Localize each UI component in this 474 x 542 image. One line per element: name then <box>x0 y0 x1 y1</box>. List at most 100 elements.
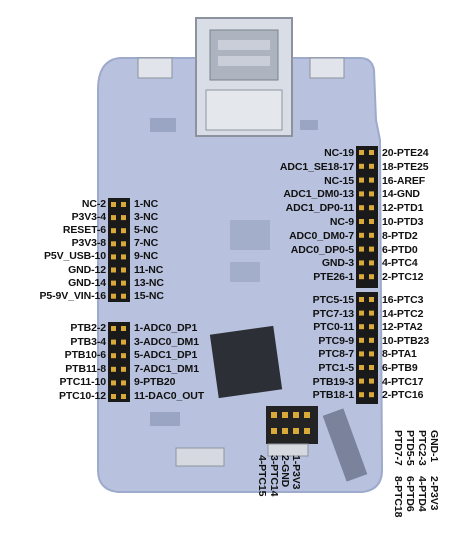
pin-label: 6-PTB9 <box>382 362 418 374</box>
pin-label: 2-PTC16 <box>382 389 424 402</box>
header-pin <box>111 353 116 359</box>
pin-label: 3-ADC0_DM1 <box>134 335 199 348</box>
header-pin <box>359 150 364 155</box>
header-pin <box>121 394 126 399</box>
header-small-bottom <box>266 406 318 444</box>
header-pin <box>111 380 116 386</box>
header-pin <box>369 297 374 302</box>
pin-label: 20-PTE24 <box>382 147 429 159</box>
pin-label: PTB11-8 <box>65 362 106 375</box>
pin-label: 11-NC <box>134 263 164 276</box>
pin-label: PTE26-1 <box>313 271 354 284</box>
header-pin <box>369 274 374 280</box>
header-pin <box>369 392 374 398</box>
header-pin <box>359 297 364 302</box>
header-pin <box>111 293 116 299</box>
pin-label: PTC9-9 <box>318 334 354 347</box>
pin-label: 12-PTA2 <box>382 321 423 334</box>
header-pin <box>111 215 116 221</box>
header-pin <box>111 202 116 207</box>
header-pin <box>121 267 126 273</box>
header-pin <box>359 163 364 169</box>
header-j4 <box>108 322 130 402</box>
pin-label: P5-9V_VIN-16 <box>39 289 106 302</box>
pin-label: PTB10-6 <box>64 349 106 362</box>
pin-label: 1-NC <box>134 198 159 210</box>
header-pin <box>121 339 126 345</box>
header-pin <box>111 280 116 286</box>
header-pin <box>111 267 116 273</box>
pin-label: 2-PTC12 <box>382 271 424 284</box>
pin-label: 1-P3V3 <box>290 455 302 490</box>
pin-label: RESET-6 <box>62 224 106 237</box>
header-pin <box>359 274 364 280</box>
pin-label: 8-PTA1 <box>382 348 417 361</box>
pin-label: GND-12 <box>68 263 106 276</box>
pin-label: 5-NC <box>134 224 159 237</box>
header-pin <box>121 280 126 286</box>
board-component <box>300 120 318 130</box>
header-pin <box>359 177 364 183</box>
pin-label: 12-PTD1 <box>382 202 424 215</box>
header-pin <box>369 150 374 155</box>
pin-label: 6-PTD0 <box>382 243 418 256</box>
header-pin <box>271 412 277 418</box>
pin-label: PTD5-5 <box>404 430 416 466</box>
header-pin <box>369 205 374 211</box>
header-pin <box>359 246 364 252</box>
header-j2 <box>108 198 130 302</box>
header-pin <box>369 378 374 384</box>
pin-label: 15-NC <box>134 289 164 302</box>
pin-label: 4-PTC15 <box>256 455 269 497</box>
board-component <box>322 408 368 482</box>
header-pin <box>282 412 288 418</box>
header-pin <box>369 232 374 238</box>
header-pin <box>111 254 116 260</box>
header-pin <box>282 428 288 434</box>
pin-label: PTC10-12 <box>58 390 106 402</box>
pin-label: P3V3-8 <box>71 237 107 250</box>
header-pin <box>369 365 374 370</box>
pin-label: 14-GND <box>382 188 420 201</box>
header-pin <box>369 324 374 330</box>
pin-label: 8-PTC18 <box>392 476 404 518</box>
pin-label: PTC1-5 <box>318 362 354 374</box>
pin-label: ADC1_DP0-11 <box>285 202 354 215</box>
header-pin <box>121 380 126 386</box>
header-pin <box>121 202 126 207</box>
pin-label: 7-NC <box>134 237 159 250</box>
header-pin <box>359 351 364 357</box>
pin-label: PTB19-3 <box>312 375 354 388</box>
header-pin <box>111 228 116 234</box>
mcu-chip <box>209 325 283 399</box>
header-pin <box>121 293 126 299</box>
pin-label: NC-15 <box>324 174 354 187</box>
pin-label: PTC11-10 <box>59 376 107 389</box>
header-pin <box>359 205 364 211</box>
header-pin <box>111 339 116 345</box>
pin-label: 4-PTC4 <box>382 257 418 270</box>
pin-label: PTB18-1 <box>312 389 354 402</box>
pin-label: 9-PTB20 <box>134 376 176 389</box>
header-pin <box>121 254 126 260</box>
header-pin <box>304 428 310 434</box>
header-pin <box>304 412 310 418</box>
pin-label: PTC7-13 <box>312 307 354 320</box>
board-component <box>230 220 270 250</box>
pin-label: 16-PTC3 <box>382 294 424 306</box>
pin-label: ADC0_DM0-7 <box>289 229 354 242</box>
pin-label: ADC1_DM0-13 <box>283 188 354 201</box>
header-pin <box>359 365 364 370</box>
header-pin <box>359 260 364 266</box>
header-pin <box>359 232 364 238</box>
pin-label: 3-NC <box>134 211 159 224</box>
header-pin <box>121 353 126 359</box>
header-pin <box>293 412 299 418</box>
header-pin <box>369 246 374 252</box>
pin-label: 2-P3V3 <box>428 476 440 511</box>
pin-label: P3V3-4 <box>71 211 107 224</box>
pin-label: GND-1 <box>428 430 440 463</box>
header-pin <box>271 428 277 434</box>
header-pin <box>111 394 116 399</box>
